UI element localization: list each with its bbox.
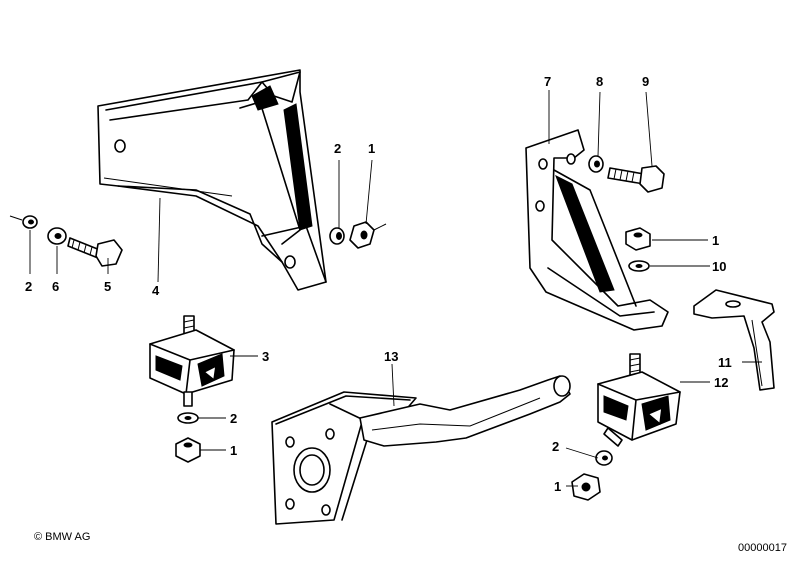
diagram-id: 00000017 [738,542,787,554]
callout-1-mid: 1 [230,443,237,458]
bolt-part-5 [67,237,123,267]
washer-part-2-upper [329,227,345,245]
washer-part-2-mid [177,412,199,424]
callout-6: 6 [52,279,59,294]
callout-1-upper: 1 [368,141,375,156]
callout-8: 8 [596,74,603,89]
callout-3: 3 [262,349,269,364]
bracket-part-4 [97,69,327,291]
callout-11: 11 [718,355,732,370]
callout-2-upper: 2 [334,141,341,156]
nut-part-1-lower [571,473,601,501]
callout-1-lower: 1 [554,479,561,494]
callouts: 2 1 2 6 5 4 7 8 9 1 10 3 2 1 13 11 12 2 … [25,74,732,494]
callout-2-lower: 2 [552,439,559,454]
callout-12: 12 [714,375,728,390]
nut-part-1-upper [349,221,387,249]
callout-10: 10 [712,259,726,274]
copyright-text: © BMW AG [34,531,90,543]
callout-13: 13 [384,349,398,364]
bolt-part-9 [607,165,665,193]
bracket-part-7 [525,129,669,331]
washer-part-10 [628,260,650,272]
engine-mount-part-3 [149,315,235,407]
carrier-part-13 [271,375,571,525]
callout-1-right: 1 [712,233,719,248]
callout-9: 9 [642,74,649,89]
callout-2-mid: 2 [230,411,237,426]
callout-7: 7 [544,74,551,89]
washer-part-2-left [9,215,38,229]
washer-part-8 [588,155,604,173]
washer-part-2-lower [595,450,613,466]
leader-lines [29,90,762,487]
callout-4: 4 [152,283,160,298]
callout-2-left: 2 [25,279,32,294]
washer-part-6 [47,227,67,245]
callout-5: 5 [104,279,111,294]
strap-part-11 [693,289,775,391]
engine-mount-part-12 [597,353,681,447]
nut-part-1-mid [175,437,201,463]
nut-part-1-right [625,227,651,251]
